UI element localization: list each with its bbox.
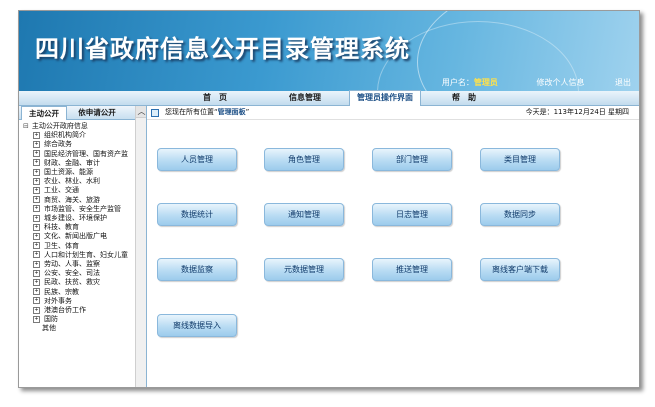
main-panel: 您现在所有位置“管理面板” 今天是：113年12月24日 星期四 人员管理 角色… [147,106,639,387]
breadcrumb-current: 管理面板 [217,108,246,116]
user-label: 用户名： [441,78,474,87]
tree-item[interactable]: +人口和计划生育、妇女儿童 [33,250,128,259]
expand-icon[interactable]: + [33,232,40,240]
header-banner: 四川省政府信息公开目录管理系统 用户名：管理员 修改个人信息 退出 [19,11,639,91]
tree-item[interactable]: +港澳台侨工作 [33,306,86,315]
tree-item[interactable]: +农业、林业、水利 [33,177,100,186]
tree-item[interactable]: +国土资源、能源 [33,168,93,177]
location-icon [151,109,159,117]
expand-icon[interactable]: + [33,260,40,268]
tree-item[interactable]: +公安、安全、司法 [33,269,100,278]
tree-item[interactable]: +对外事务 [33,296,72,305]
main-nav: 首 页 信息管理 管理员操作界面 帮 助 [19,90,639,106]
offline-data-import-button[interactable]: 离线数据导入 [157,314,237,337]
expand-icon[interactable]: + [33,269,40,277]
tree-item[interactable]: +民族、宗教 [33,287,79,296]
metadata-management-button[interactable]: 元数据管理 [264,258,344,281]
tree-item[interactable]: +国防 [33,315,58,324]
log-management-button[interactable]: 日志管理 [372,203,452,226]
tab-active-disclosure[interactable]: 主动公开 [21,106,67,120]
tree-root[interactable]: ⊟主动公开政府信息 [23,122,128,131]
sidebar: 主动公开 依申请公开 ⊟主动公开政府信息 +组织机构简介 +综合政务 +国民经济… [19,106,147,387]
expand-icon[interactable]: + [33,315,40,323]
nav-help[interactable]: 帮 助 [452,93,476,102]
scroll-up-icon[interactable]: ︿ [136,106,146,118]
expand-icon[interactable]: + [33,297,40,305]
tree-root-label: 主动公开政府信息 [31,122,88,130]
user-name: 管理员 [473,78,498,87]
breadcrumb: 您现在所有位置“管理面板” 今天是：113年12月24日 星期四 [147,106,639,120]
expand-icon[interactable]: + [33,223,40,231]
sidebar-scrollbar[interactable]: ︿ [135,106,146,387]
data-sync-button[interactable]: 数据同步 [480,203,560,226]
app-window: 四川省政府信息公开目录管理系统 用户名：管理员 修改个人信息 退出 首 页 信息… [18,10,640,388]
app-title: 四川省政府信息公开目录管理系统 [35,35,410,63]
tree-item[interactable]: +财政、金融、审计 [33,158,100,167]
expand-icon[interactable]: + [33,288,40,296]
tree-item[interactable]: +工业、交通 [33,186,79,195]
expand-icon[interactable]: + [33,159,40,167]
expand-icon[interactable]: + [33,251,40,259]
department-management-button[interactable]: 部门管理 [372,148,452,171]
tree-item[interactable]: +组织机构简介 [33,131,86,140]
expand-icon[interactable]: + [33,214,40,222]
tab-request-disclosure[interactable]: 依申请公开 [78,108,116,117]
tree-item[interactable]: +劳动、人事、监察 [33,260,100,269]
expand-icon[interactable]: + [33,278,40,286]
push-management-button[interactable]: 推送管理 [372,258,452,281]
user-bar: 用户名：管理员 修改个人信息 退出 [436,77,631,88]
nav-home[interactable]: 首 页 [203,93,227,102]
tree-item[interactable]: +民政、扶贫、救灾 [33,278,100,287]
tree-item[interactable]: +商贸、海关、旅游 [33,195,100,204]
expand-icon[interactable]: + [33,205,40,213]
expand-icon[interactable]: + [33,131,40,139]
offline-client-download-button[interactable]: 离线客户端下载 [480,258,560,281]
data-monitoring-button[interactable]: 数据监察 [157,258,237,281]
nav-info-management[interactable]: 信息管理 [289,93,321,102]
user-management-button[interactable]: 人员管理 [157,148,237,171]
expand-icon[interactable]: + [33,242,40,250]
category-management-button[interactable]: 类目管理 [480,148,560,171]
expand-icon[interactable]: + [33,177,40,185]
tree-item[interactable]: +城乡建设、环境保护 [33,214,107,223]
nav-admin-panel[interactable]: 管理员操作界面 [349,90,421,106]
expand-icon[interactable]: + [33,140,40,148]
breadcrumb-text: 您现在所有位置“管理面板” [165,108,250,116]
tree-item[interactable]: +文化、新闻出版广电 [33,232,107,241]
tree-item-other[interactable]: 其他 [42,324,56,333]
expand-icon[interactable]: + [33,150,40,158]
data-statistics-button[interactable]: 数据统计 [157,203,237,226]
tree-item[interactable]: +市场监管、安全生产监管 [33,204,121,213]
logout-link[interactable]: 退出 [615,78,631,87]
role-management-button[interactable]: 角色管理 [264,148,344,171]
tree-item[interactable]: +综合政务 [33,140,72,149]
expand-icon[interactable]: + [33,186,40,194]
category-tree: ⊟主动公开政府信息 +组织机构简介 +综合政务 +国民经济管理、国有资产监 +财… [23,122,128,334]
tree-item[interactable]: +科技、教育 [33,223,79,232]
expand-icon[interactable]: + [33,306,40,314]
expand-icon[interactable]: + [33,196,40,204]
current-date: 今天是：113年12月24日 星期四 [525,108,629,116]
edit-profile-link[interactable]: 修改个人信息 [536,78,585,87]
sidebar-tabs: 主动公开 依申请公开 [19,106,146,120]
tree-item[interactable]: +卫生、体育 [33,241,79,250]
notification-management-button[interactable]: 通知管理 [264,203,344,226]
tree-item[interactable]: +国民经济管理、国有资产监 [33,149,128,158]
collapse-icon[interactable]: ⊟ [23,122,29,130]
expand-icon[interactable]: + [33,168,40,176]
